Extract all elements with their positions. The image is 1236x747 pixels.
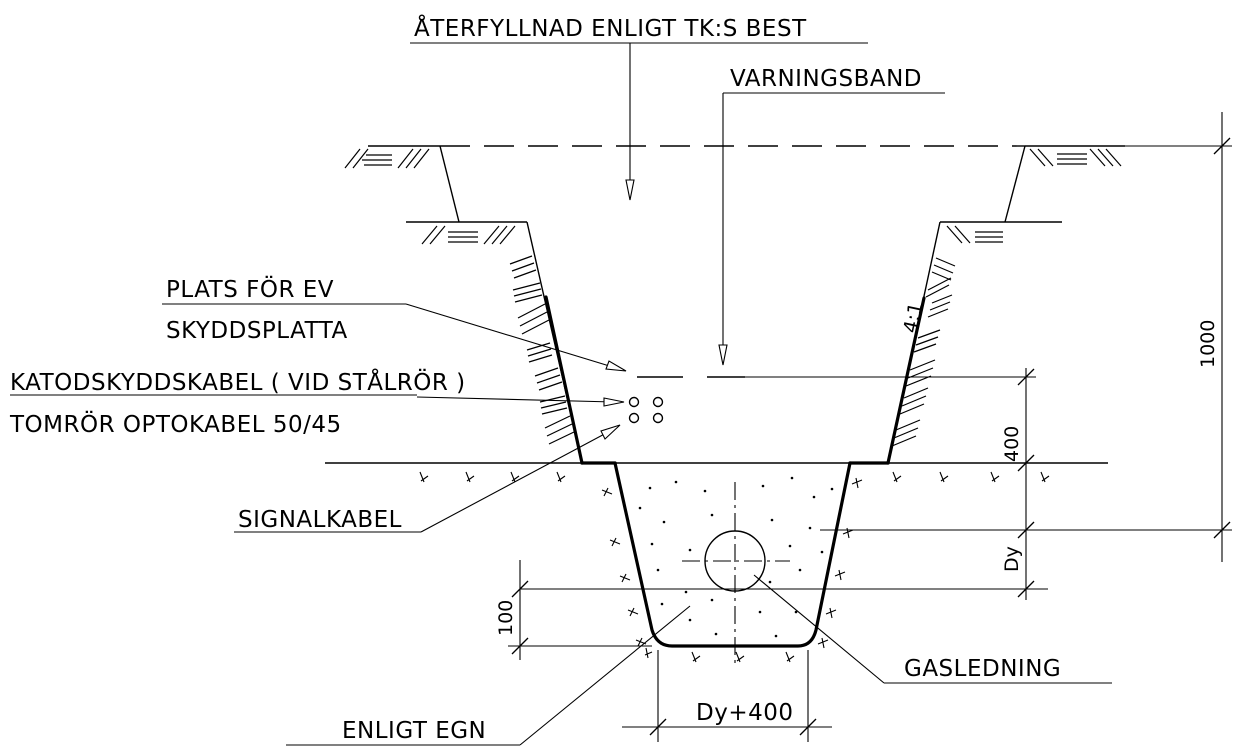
dim-total-depth: 1000 [1197, 320, 1219, 368]
pipe-circle [704, 530, 766, 592]
slab-label-line1: PLATS FÖR EV [166, 275, 334, 303]
signal-cable-label: SIGNALKABEL [238, 507, 402, 533]
leader-lines [10, 42, 1112, 746]
undisturbed-soil-marks [419, 471, 1050, 663]
dimension-lines [508, 112, 1232, 742]
dim-bottom-width: Dy+400 [696, 700, 794, 726]
signal-cable-circle [628, 412, 640, 424]
soil-hatching [344, 148, 1122, 447]
dim-pipe-diameter: Dy [1001, 546, 1023, 572]
gas-pipe [682, 482, 790, 664]
cathodic-cable-label: KATODSKYDDSKABEL ( VID STÅLRÖR ) [10, 368, 466, 396]
fiber-conduit-circle-1 [652, 396, 664, 408]
dim-bedding: 100 [495, 600, 517, 636]
backfill-label: ÅTERFYLLNAD ENLIGT TK:S BEST [414, 14, 807, 42]
gas-pipe-label: GASLEDNING [904, 656, 1061, 682]
cathodic-cable-circle [628, 396, 640, 408]
fiber-conduit-circle-2 [652, 412, 664, 424]
dim-cover-depth: 400 [1001, 426, 1023, 462]
per-egn-label: ENLIGT EGN [342, 718, 486, 744]
bedding-sand-dots [638, 476, 834, 638]
fiber-conduit-label: TOMRÖR OPTOKABEL 50/45 [9, 410, 342, 438]
slab-label-line2: SKYDDSPLATTA [166, 318, 348, 344]
pipe-trench-outline [613, 461, 852, 648]
slope-ratio-label: 4:1 [899, 301, 927, 335]
cables [628, 376, 745, 424]
warning-tape-label: VARNINGSBAND [730, 66, 922, 92]
trench-outline [325, 145, 1125, 648]
